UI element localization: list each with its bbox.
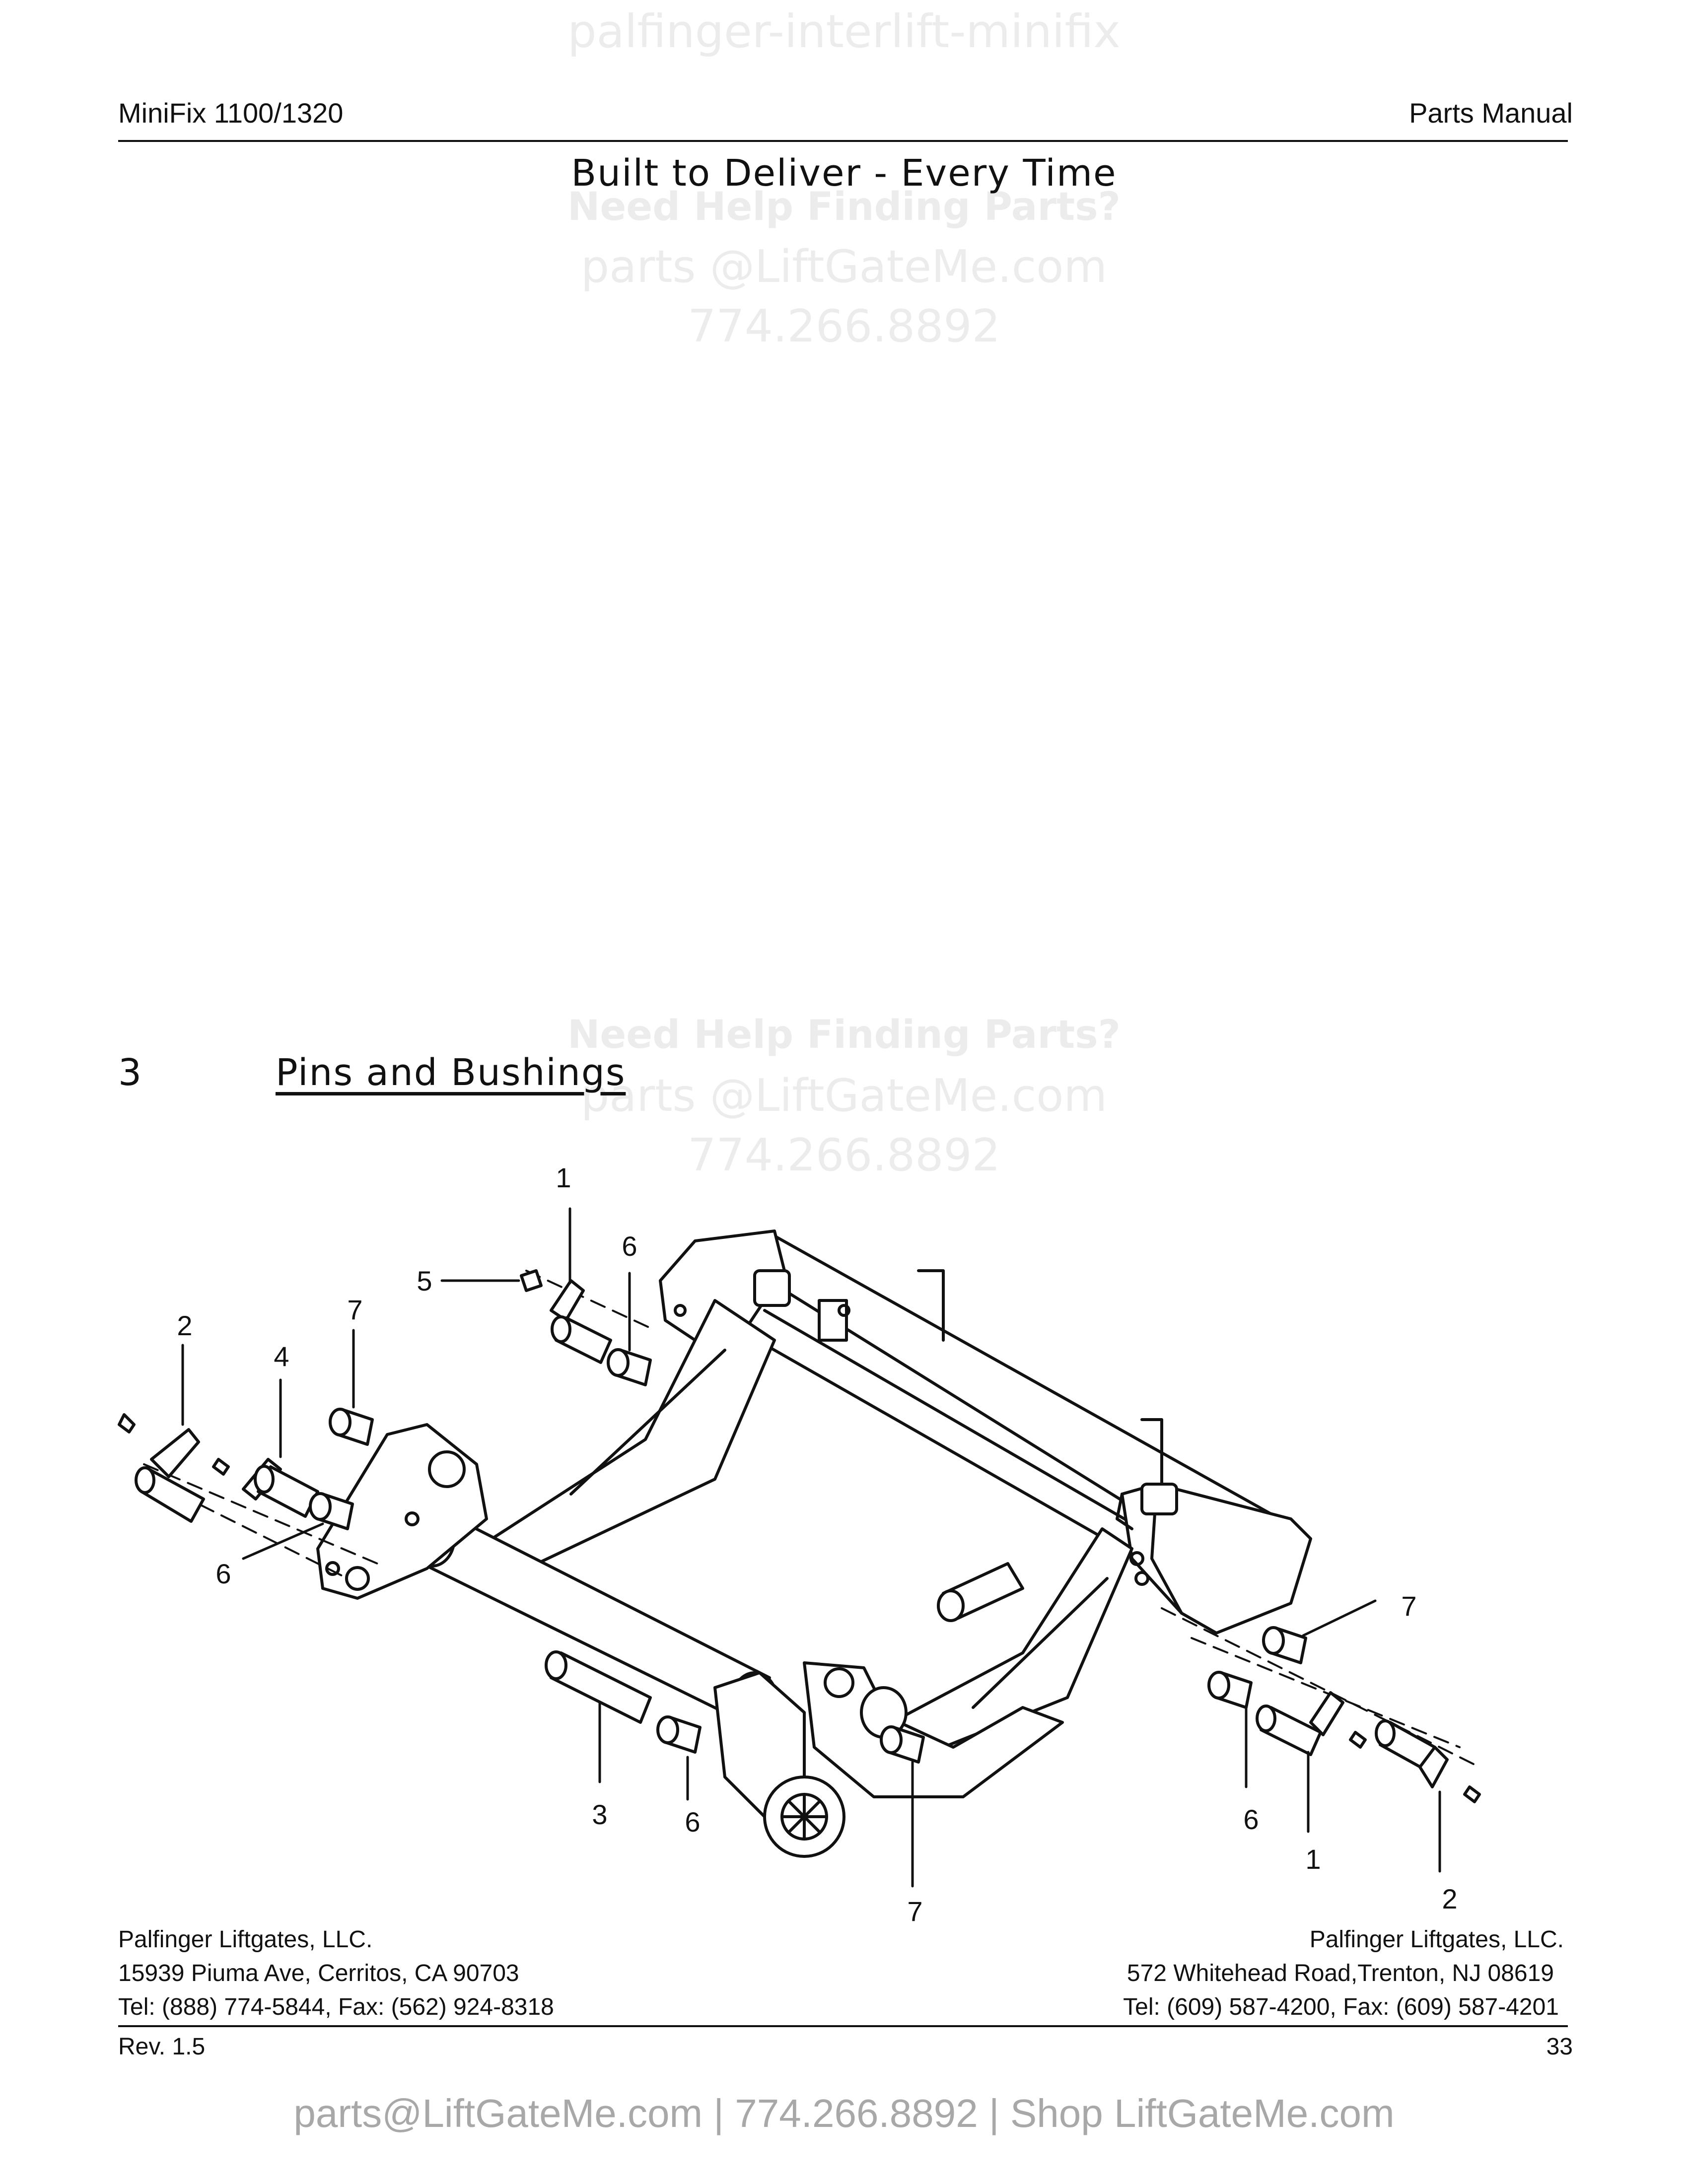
callout-2-right: 2 [1442,1883,1457,1914]
slogan: Built to Deliver - Every Time [571,152,1117,195]
callout-4: 4 [274,1341,289,1372]
footer-left-contact: Tel: (888) 774-5844, Fax: (562) 924-8318 [118,1994,554,2020]
callout-7-bottom: 7 [907,1896,922,1927]
footer-left-company: Palfinger Liftgates, LLC. [118,1926,373,1953]
part-7-bushing-left [329,1408,374,1446]
watermark-model: palfinger-interlift-minifix [567,5,1121,58]
frame-left-pivot-bracket [316,1423,488,1600]
page-number: 33 [1546,2034,1573,2060]
callout-6-top: 6 [622,1230,637,1262]
assembly-dashed-lines [143,1270,1480,1768]
frame-right-sweep-arm [803,1661,1064,1798]
pins-bushings-diagram: 1 6 5 7 2 4 6 7 3 6 7 6 1 2 [118,1162,1481,1927]
part-1-pin-top [550,1279,612,1364]
part-7-bushing-bottom [880,1725,925,1764]
contact-bar: parts@LiftGateMe.com | 774.266.8892 | Sh… [293,2091,1395,2135]
part-2-pin-left [118,1413,205,1523]
watermark-phone-top: 774.266.8892 [688,300,1000,352]
callout-7-right: 7 [1401,1590,1416,1622]
callout-1-right: 1 [1305,1843,1321,1875]
part-2-pin-right [1375,1719,1481,1803]
watermark-email-mid: parts @LiftGateMe.com [580,1070,1107,1122]
part-6-bushing-mid [656,1715,702,1754]
callout-3: 3 [592,1799,607,1830]
callout-5: 5 [417,1265,432,1297]
callout-7-left: 7 [347,1294,362,1325]
section-number: 3 [118,1051,142,1094]
watermark-phone-mid: 774.266.8892 [688,1129,1000,1181]
footer-revision: Rev. 1.5 [118,2034,206,2060]
part-1-pin-right [1256,1691,1367,1756]
callout-labels: 1 6 5 7 2 4 6 7 3 6 7 6 1 2 [177,1162,1457,1927]
footer-right-address: 572 Whitehead Road,Trenton, NJ 08619 [1126,1960,1554,1986]
part-6-bushing-right [1207,1671,1253,1709]
part-7-bushing-right [1262,1626,1307,1664]
section-title: Pins and Bushings [276,1051,626,1094]
frame-arms [475,1299,1133,1769]
part-3-pin [545,1650,652,1724]
callout-2-left: 2 [177,1310,192,1341]
watermark-email-top: parts @LiftGateMe.com [580,241,1107,293]
frame-lower-bracket [713,1671,845,1858]
part-6-bushing-left [309,1492,354,1530]
footer-rule [118,2025,1568,2027]
footer-right-contact: Tel: (609) 587-4200, Fax: (609) 587-4201 [1123,1994,1559,2020]
callout-1-top: 1 [556,1162,571,1193]
part-6-bushing-top [607,1348,652,1386]
header-manual-type: Parts Manual [1409,97,1573,129]
footer-right-company: Palfinger Liftgates, LLC. [1309,1926,1564,1953]
header-rule [118,140,1568,142]
frame-right-end-plate [1116,1483,1312,1635]
callout-leader-lines [181,1207,1441,1888]
footer-left-address: 15939 Piuma Ave, Cerritos, CA 90703 [118,1960,519,1986]
callout-6-mid: 6 [685,1806,700,1838]
callout-6-right: 6 [1243,1804,1259,1835]
frame-left-end-plate [659,1229,791,1342]
frame-inner-pin [937,1562,1024,1622]
watermark-help-heading-top: Need Help Finding Parts? [567,185,1121,229]
watermark-help-heading-mid: Need Help Finding Parts? [567,1013,1121,1057]
part-5-bolt [520,1269,543,1292]
callout-6-left: 6 [215,1558,231,1589]
header-model: MiniFix 1100/1320 [118,97,344,129]
part-4-pin [212,1458,319,1518]
